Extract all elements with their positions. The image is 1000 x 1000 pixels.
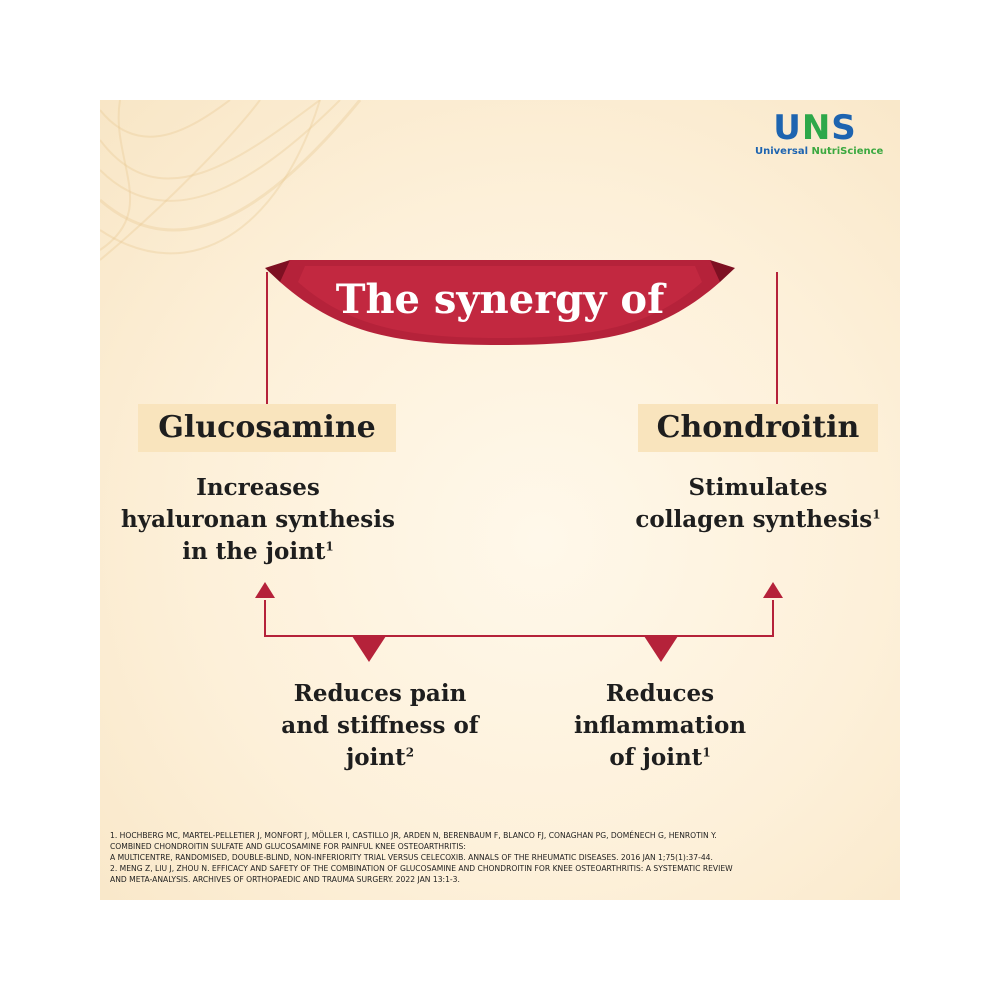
arrow-down-left-icon xyxy=(352,636,386,662)
decorative-swirl xyxy=(100,100,362,261)
reference-line: and meta-analysis. Archives of orthopaed… xyxy=(110,875,460,884)
page-title: The synergy of xyxy=(335,276,665,323)
chondroitin-label: Chondroitin xyxy=(638,404,878,452)
arrow-up-left-icon xyxy=(255,582,275,598)
reference-line: 2. Meng Z, Liu J, Zhou N. Efficacy and s… xyxy=(110,864,733,873)
reference-line: Combined chondroitin sulfate and glucosa… xyxy=(110,842,466,851)
reference-line: a multicentre, randomised, double-blind,… xyxy=(110,853,713,862)
arrow-up-right-icon xyxy=(763,582,783,598)
logo-subtitle: Universal NutriScience xyxy=(755,146,884,157)
title-ribbon xyxy=(265,260,735,345)
infographic-panel: UNS Universal NutriScience The synergy o… xyxy=(100,100,900,900)
arrow-down-right-icon xyxy=(644,636,678,662)
uns-logo: UNS Universal NutriScience xyxy=(755,108,884,157)
reference-line: 1. Hochberg MC, Martel-Pelletier J, Monf… xyxy=(110,831,717,840)
glucosamine-label: Glucosamine xyxy=(138,404,396,452)
combined-benefit-inflammation: Reduces inflammation of joint1 xyxy=(573,680,747,771)
glucosamine-benefit: Increases hyaluronan synthesis in the jo… xyxy=(121,474,395,565)
references: 1. Hochberg MC, Martel-Pelletier J, Monf… xyxy=(110,830,890,885)
logo-mark: UNS xyxy=(773,108,857,148)
synergy-diagram xyxy=(255,260,783,662)
combined-benefit-pain: Reduces pain and stiffness of joint2 xyxy=(281,680,479,771)
chondroitin-benefit: Stimulates collagen synthesis1 xyxy=(635,474,881,533)
